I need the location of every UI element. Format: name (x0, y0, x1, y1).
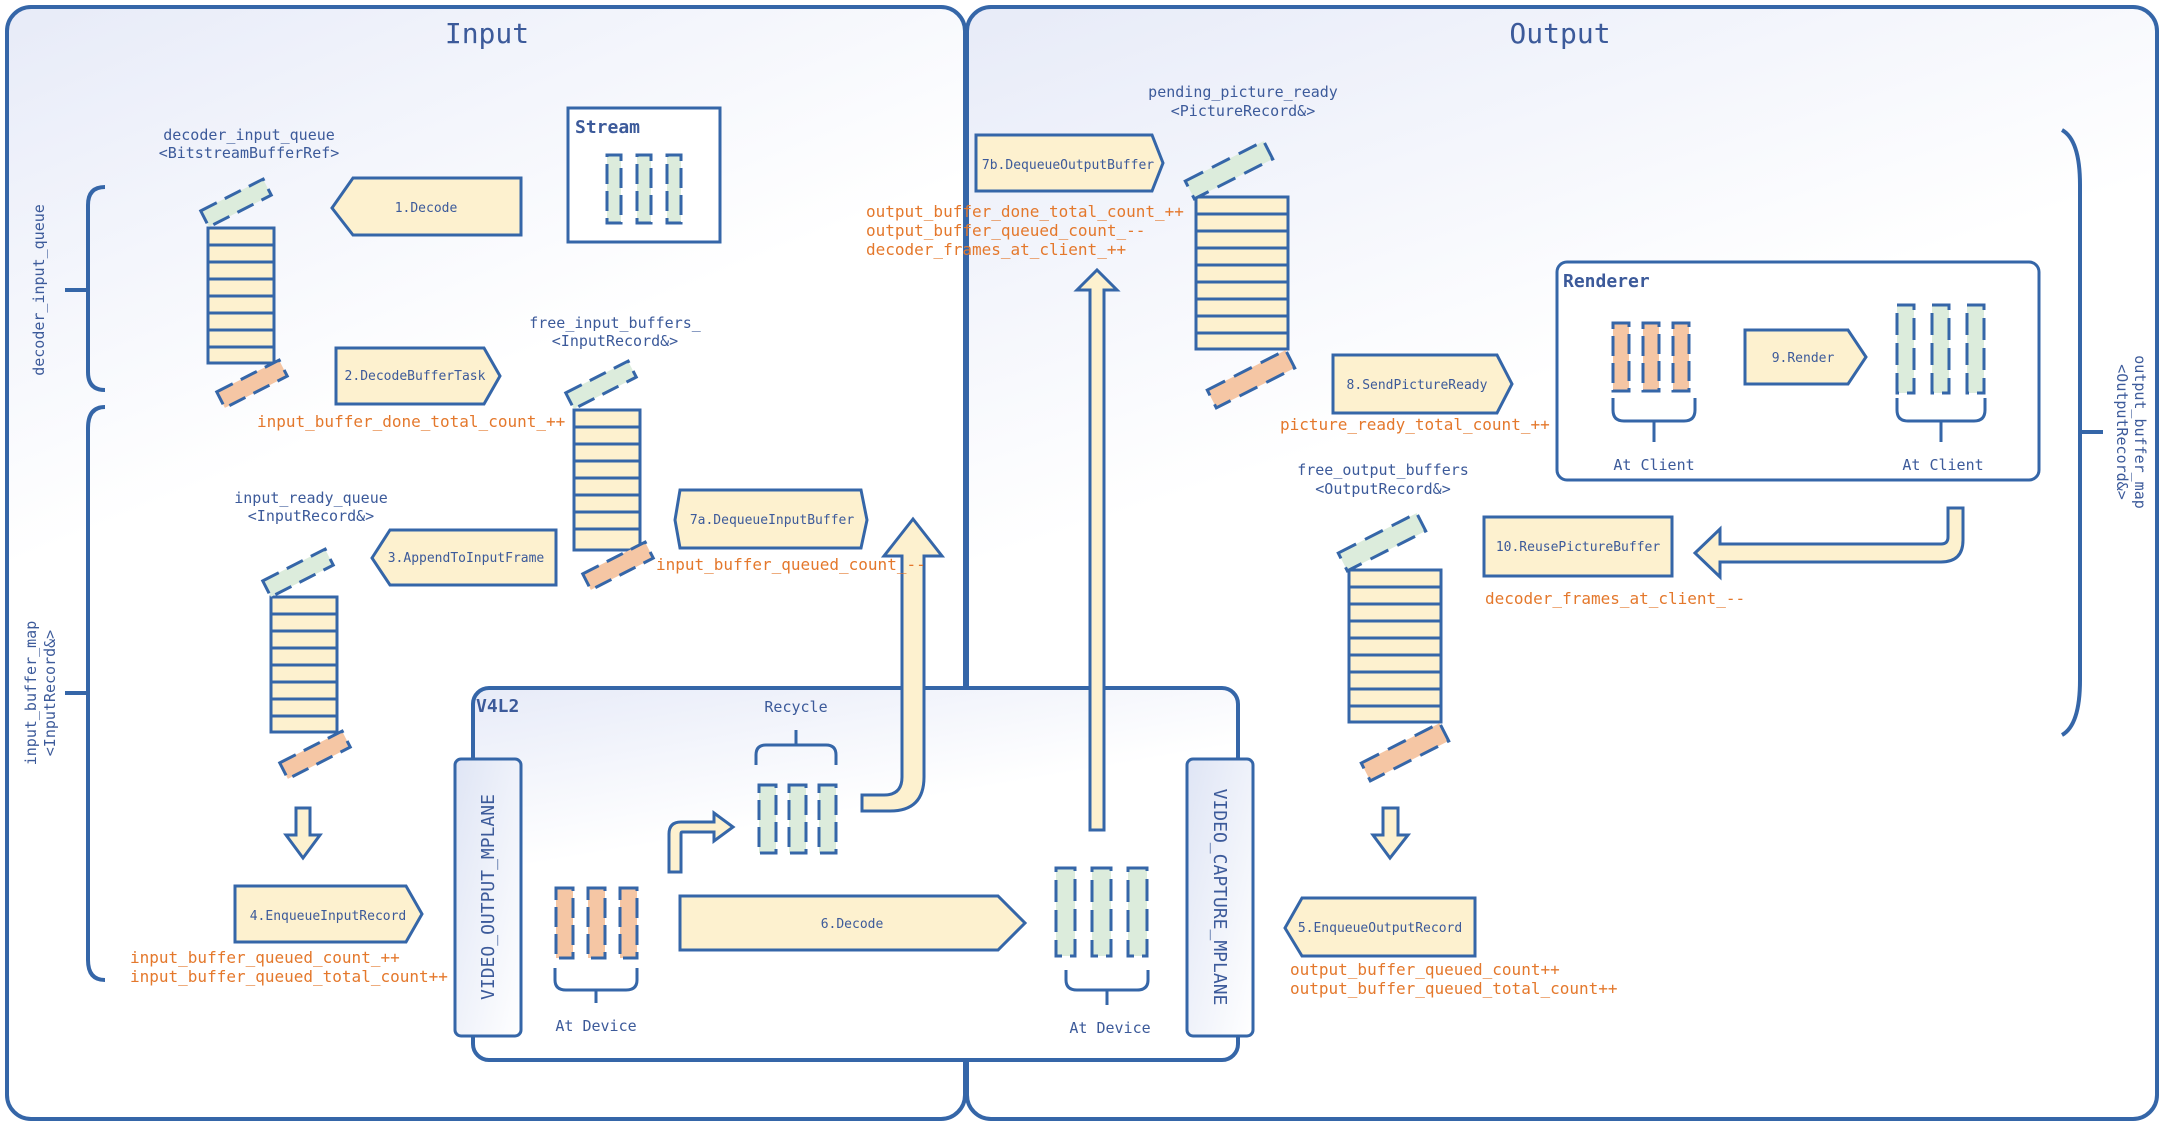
step-1-label: 1.Decode (395, 201, 458, 216)
stream-buffer-group (605, 153, 683, 225)
free-output-buffers-stack (1336, 511, 1451, 783)
renderer-title: Renderer (1563, 271, 1650, 292)
video-capture-mplane-label: VIDEO_CAPTURE_MPLANE (1209, 789, 1230, 1006)
decoder-input-queue-side-label: decoder_input_queue (30, 204, 48, 376)
counter-input-buffer-done: input_buffer_done_total_count_++ (257, 412, 565, 431)
at-device-caption-capture: At Device (1069, 1019, 1150, 1037)
at-client-caption-left: At Client (1613, 456, 1694, 474)
step-10-label: 10.ReusePictureBuffer (1496, 540, 1661, 555)
v4l2-box (471, 686, 1240, 1062)
video-output-mplane-label: VIDEO_OUTPUT_MPLANE (478, 794, 499, 1000)
pending-picture-ready-title-2: <PictureRecord&> (1171, 102, 1316, 120)
output-down-arrow (1370, 806, 1412, 861)
step-5-label: 5.EnqueueOutputRecord (1298, 921, 1462, 936)
free-input-buffers-title-2: <InputRecord&> (552, 332, 678, 350)
step-8-send-picture-ready (1331, 353, 1514, 415)
dequeue-input-arrow (860, 516, 946, 813)
step-6-label: 6.Decode (821, 917, 884, 932)
counter-output-buffer-queued: output_buffer_queued_count++ (1290, 960, 1560, 979)
pending-picture-ready-stack (1183, 139, 1297, 410)
output-panel-title: Output (1509, 17, 1610, 50)
decoder-input-queue-title-2: <BitstreamBufferRef> (159, 144, 340, 162)
input-down-arrow (283, 806, 323, 861)
at-client-caption-right: At Client (1902, 456, 1983, 474)
renderer-client-buffers-right (1895, 303, 1987, 442)
stream-title: Stream (575, 117, 640, 138)
capture-device-buffers (1054, 866, 1150, 1005)
input-buffer-map-side-label-1: input_buffer_map (22, 621, 40, 766)
step-5-enqueue-output-record (1283, 896, 1477, 958)
step-9-render (1743, 328, 1868, 386)
step-9-label: 9.Render (1772, 351, 1835, 366)
pending-picture-ready-title-1: pending_picture_ready (1148, 83, 1338, 101)
v4l2-title: V4L2 (476, 696, 519, 717)
step-4-enqueue-input-record (233, 884, 424, 944)
at-device-caption-output: At Device (555, 1017, 636, 1035)
free-output-buffers-title-2: <OutputRecord&> (1315, 480, 1450, 498)
recycle-caption: Recycle (764, 698, 827, 716)
output-buffer-map-side-label-2: <OutputRecord&> (2113, 364, 2131, 499)
counter-input-buffer-queued: input_buffer_queued_count_++ (130, 948, 400, 967)
step-4-label: 4.EnqueueInputRecord (250, 909, 407, 924)
counter-output-buffer-dequeued: output_buffer_queued_count_-- (866, 221, 1145, 240)
counter-output-buffer-queued-total: output_buffer_queued_total_count++ (1290, 979, 1618, 998)
free-input-buffers-stack (563, 359, 656, 592)
counter-output-buffer-done: output_buffer_done_total_count_++ (866, 202, 1184, 221)
input-ready-queue-stack (260, 547, 353, 781)
step-7a-dequeue-input-buffer (673, 488, 869, 550)
step-7b-label: 7b.DequeueOutputBuffer (982, 158, 1154, 173)
step-3-label: 3.AppendToInputFrame (388, 551, 545, 566)
input-buffer-map-side-label-2: <InputRecord&> (41, 630, 59, 756)
recycle-buffers (754, 730, 838, 855)
step-2-decode-buffer-task (334, 346, 502, 406)
step-3-append-to-input-frame (370, 528, 558, 587)
dequeue-output-arrow (1073, 267, 1121, 832)
step-1-decode (330, 176, 523, 237)
step-10-reuse-picture-buffer (1482, 515, 1674, 578)
step-6-decode (678, 894, 1028, 952)
decoder-input-queue-stack (198, 177, 290, 410)
step-7a-label: 7a.DequeueInputBuffer (690, 513, 855, 528)
step-7b-dequeue-output-buffer (974, 133, 1165, 193)
counter-frames-at-client-dec: decoder_frames_at_client_-- (1485, 589, 1745, 608)
step-2-label: 2.DecodeBufferTask (345, 369, 486, 384)
counter-frames-at-client-inc: decoder_frames_at_client_++ (866, 240, 1126, 259)
output-device-buffers (553, 886, 639, 1003)
recycle-arrow (667, 810, 736, 874)
input-ready-queue-title-1: input_ready_queue (234, 489, 388, 507)
counter-input-buffer-queued-total: input_buffer_queued_total_count++ (130, 967, 448, 986)
input-ready-queue-title-2: <InputRecord&> (248, 507, 374, 525)
reuse-picture-arrow (1692, 506, 1965, 581)
renderer-client-buffers-left (1611, 321, 1697, 442)
decoder-input-queue-title-1: decoder_input_queue (163, 126, 335, 144)
input-panel-title: Input (445, 17, 529, 50)
free-output-buffers-title-1: free_output_buffers (1297, 461, 1469, 479)
counter-picture-ready-total: picture_ready_total_count_++ (1280, 415, 1550, 434)
step-8-label: 8.SendPictureReady (1347, 378, 1488, 393)
video-output-mplane-box (453, 757, 523, 1038)
output-buffer-map-side-label-1: output_buffer_map (2131, 355, 2149, 509)
video-capture-mplane-box (1185, 757, 1255, 1038)
counter-input-buffer-dequeued: input_buffer_queued_count_-- (656, 555, 926, 574)
free-input-buffers-title-1: free_input_buffers_ (529, 314, 702, 332)
